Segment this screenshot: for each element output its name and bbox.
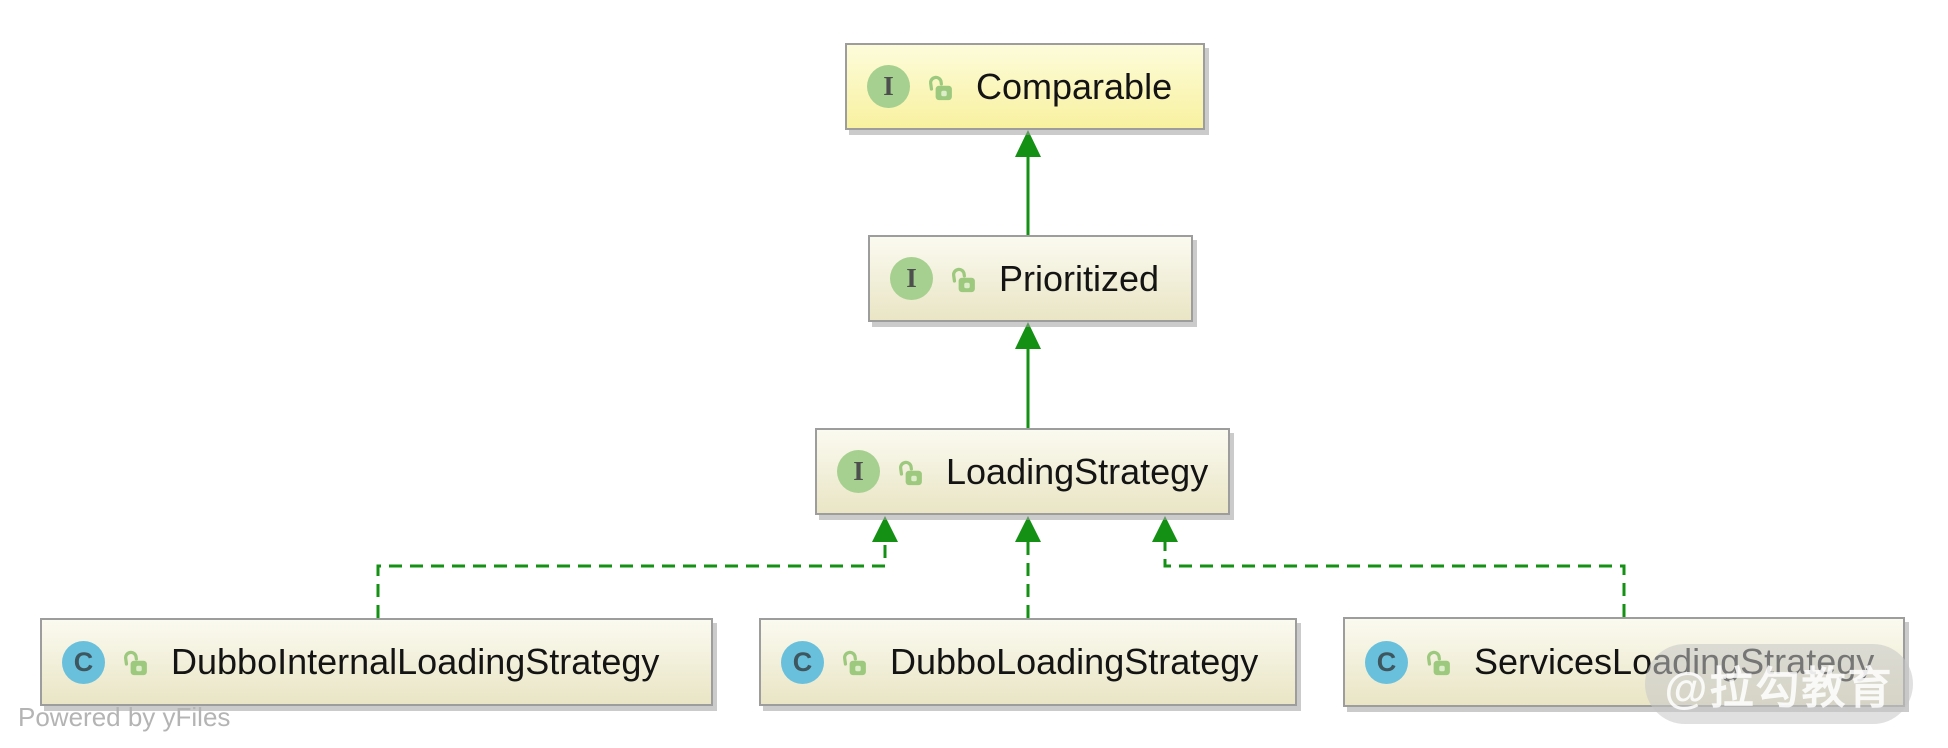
edge-prioritized-extends-comparable[interactable]	[1015, 130, 1041, 235]
edge-loadingstrategy-extends-prioritized[interactable]	[1015, 322, 1041, 428]
edge-dubbointernal-implements-loadingstrategy[interactable]	[376, 516, 898, 618]
interface-icon: I	[890, 257, 933, 300]
node-dubbo-loading-strategy[interactable]: C DubboLoadingStrategy	[759, 618, 1297, 706]
node-loading-strategy[interactable]: I LoadingStrategy	[815, 428, 1230, 515]
edge-dubbo-implements-loadingstrategy[interactable]	[1015, 516, 1041, 618]
unlocked-lock-icon	[899, 460, 922, 485]
unlocked-lock-icon	[124, 650, 147, 676]
unlocked-lock-icon	[1427, 650, 1450, 676]
class-icon: C	[1365, 640, 1408, 684]
node-dubbo-internal-loading-strategy[interactable]: C DubboInternalLoadingStrategy	[40, 618, 713, 706]
node-prioritized[interactable]: I Prioritized	[868, 235, 1193, 322]
watermark-text: @拉勾教育	[1664, 664, 1894, 713]
node-label: Prioritized	[999, 257, 1160, 299]
node-comparable[interactable]: I Comparable	[845, 43, 1205, 130]
class-icon: C	[62, 640, 105, 684]
node-label: Comparable	[976, 65, 1173, 107]
unlocked-lock-icon	[843, 650, 866, 676]
unlocked-lock-icon	[952, 267, 975, 292]
node-label: LoadingStrategy	[946, 450, 1209, 492]
interface-icon: I	[867, 65, 910, 108]
unlocked-lock-icon	[929, 75, 952, 100]
edge-services-implements-loadingstrategy[interactable]	[1152, 516, 1626, 617]
watermark-badge: @拉勾教育	[1645, 644, 1913, 724]
interface-icon: I	[837, 450, 880, 493]
powered-by-yfiles-label: Powered by yFiles	[18, 702, 231, 732]
node-label: DubboInternalLoadingStrategy	[171, 641, 660, 682]
class-icon: C	[781, 640, 824, 684]
node-label: DubboLoadingStrategy	[890, 641, 1259, 682]
